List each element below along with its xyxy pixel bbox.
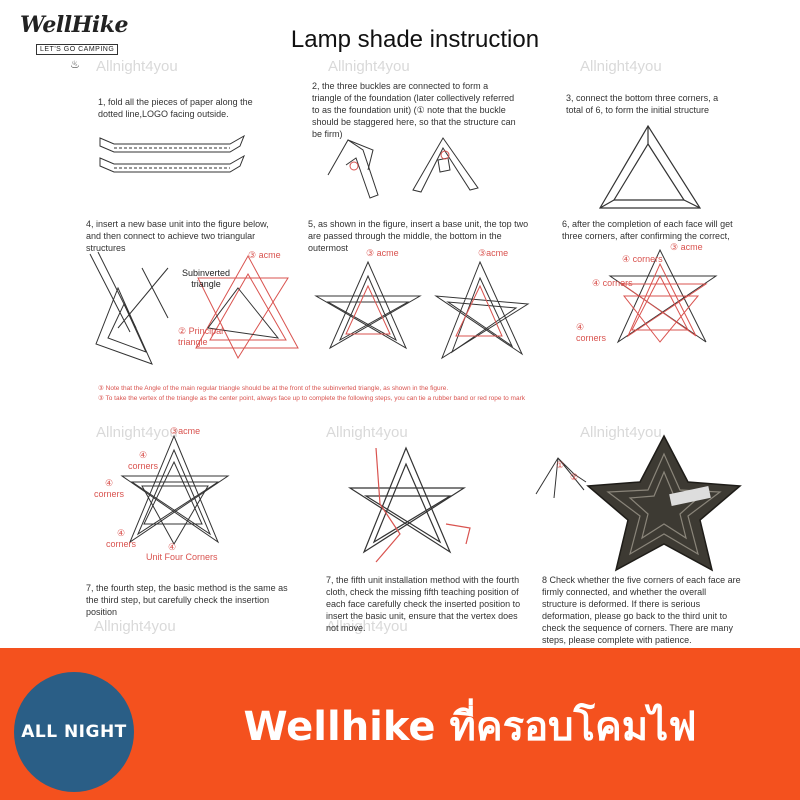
banner-title: Wellhike ที่ครอบโคมไฟ <box>243 704 697 750</box>
label-circle-1: ① <box>556 460 565 470</box>
campfire-icon: ♨ <box>70 59 80 71</box>
step-7-figure <box>120 434 230 546</box>
step-1-figure <box>99 134 245 173</box>
brand-tagline: LET'S GO CAMPING <box>36 44 119 55</box>
step-8-text: 8 Check whether the five corners of each… <box>542 575 741 645</box>
watermark: Allnight4you <box>96 58 178 75</box>
watermark: Allnight4you <box>94 618 176 635</box>
step-7-text: 7, the fourth step, the basic method is … <box>86 583 288 617</box>
label-corners-tag: ④ <box>168 542 177 552</box>
step-2-figure <box>327 137 479 199</box>
watermark: Allnight4you <box>326 618 408 635</box>
label-acme: ③ acme <box>366 248 399 258</box>
watermark: Allnight4you <box>96 424 178 441</box>
brand-logo: WellHike <box>20 12 129 38</box>
watermark: Allnight4you <box>580 424 662 441</box>
watermark: Allnight4you <box>580 58 662 75</box>
watermark: Allnight4you <box>326 424 408 441</box>
label-corners: ④ corners <box>105 528 136 549</box>
step-3-text: 3, connect the bottom three corners, a t… <box>566 93 719 115</box>
label-acme: ③ acme <box>670 242 703 252</box>
label-corners: ④ corners <box>622 254 663 264</box>
label-acme: ③acme <box>170 426 201 436</box>
label-acme: ③ acme <box>248 250 281 260</box>
watermark: Allnight4you <box>328 58 410 75</box>
lamp-shade-photo <box>586 434 742 572</box>
all-night-logo: ALL NIGHT <box>14 672 134 792</box>
page-title: Lamp shade instruction <box>290 26 540 53</box>
label-acme: ③acme <box>478 248 509 258</box>
step-7b-text: 7, the fifth unit installation method wi… <box>326 575 521 633</box>
step-7b-figure <box>347 446 471 563</box>
step-2-text: 2, the three buckles are connected to fo… <box>312 81 516 139</box>
step-6-figure <box>608 248 718 344</box>
step-3-figure <box>598 124 702 209</box>
step-8-small-figure <box>535 457 587 499</box>
step-4-text: 4, insert a new base unit into the figur… <box>86 219 269 253</box>
step-5-text: 5, as shown in the figure, insert a base… <box>308 219 529 253</box>
step-1-text: 1, fold all the pieces of paper along th… <box>98 97 253 119</box>
step-4-figure <box>89 251 299 365</box>
label-corners: ④ corners <box>93 478 124 499</box>
label-subinverted: Subinverted triangle <box>181 268 231 289</box>
label-principal: ② Principal triangle <box>178 326 224 347</box>
step-6-text: 6, after the completion of each face wil… <box>562 219 733 241</box>
label-corners: ④ corners <box>592 278 633 288</box>
label-unit-four-corners: Unit Four Corners <box>146 552 218 562</box>
label-corners: ④ corners <box>127 450 158 471</box>
note-1: ③ Note that the Angle of the main regula… <box>98 385 449 392</box>
label-circle-2: ② <box>570 472 579 482</box>
note-2: ③ To take the vertex of the triangle as … <box>98 395 526 402</box>
step-5-figure <box>314 260 530 360</box>
label-corners: ④ corners <box>576 322 607 343</box>
